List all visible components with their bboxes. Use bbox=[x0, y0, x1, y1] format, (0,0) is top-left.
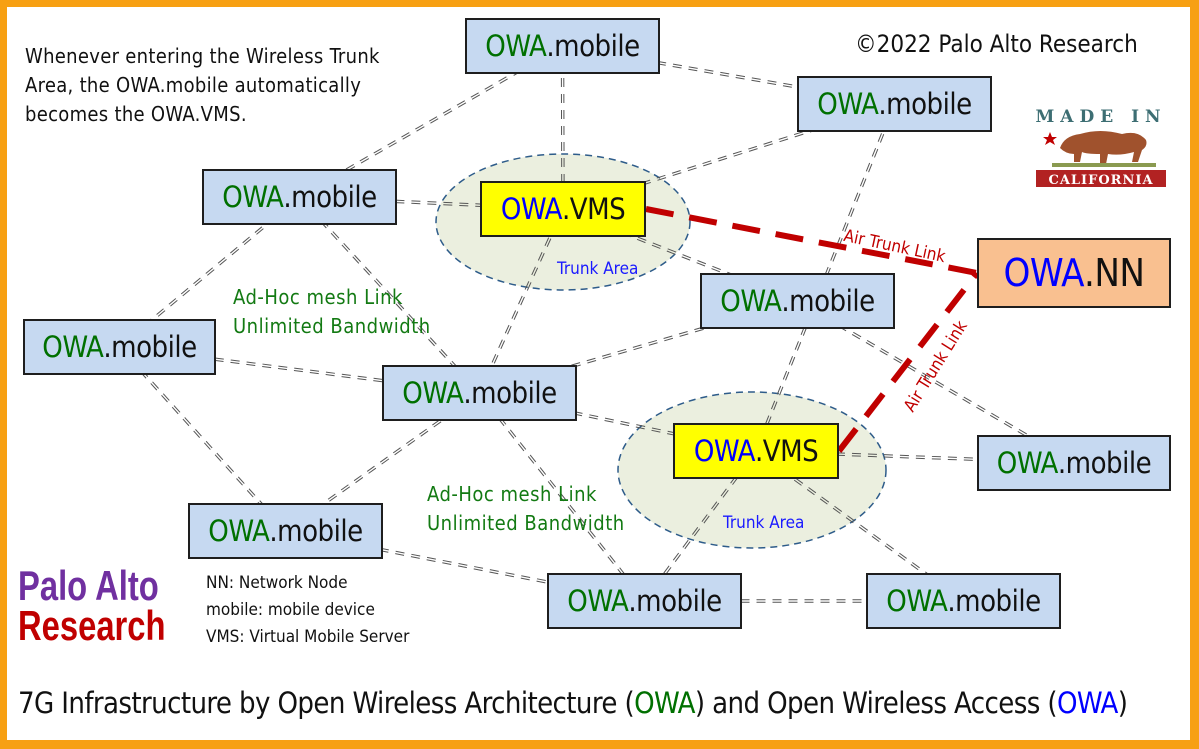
node-suffix: .mobile bbox=[546, 29, 640, 63]
node-m5[interactable]: OWA.mobile bbox=[23, 319, 216, 375]
footer-text: ) bbox=[1117, 686, 1128, 720]
node-suffix: .NN bbox=[1084, 251, 1145, 295]
trunk-area-label-2: Trunk Area bbox=[723, 513, 805, 533]
mesh-link-m3-m6 bbox=[298, 197, 479, 395]
node-m6[interactable]: OWA.mobile bbox=[382, 365, 577, 421]
adhoc-line: Unlimited Bandwidth bbox=[427, 511, 625, 535]
mesh-link-m5-m6 bbox=[119, 345, 480, 393]
node-prefix: OWA bbox=[208, 514, 270, 548]
node-nn[interactable]: OWA.NN bbox=[977, 238, 1171, 308]
node-prefix: OWA bbox=[567, 584, 629, 618]
logo-line-1: Palo Alto bbox=[18, 562, 159, 609]
adhoc-line: Unlimited Bandwidth bbox=[233, 314, 431, 338]
adhoc-line: Ad-Hoc mesh Link bbox=[233, 285, 403, 309]
badge-bottom-text: CALIFORNIA bbox=[1048, 173, 1153, 188]
footer-owa-access: OWA bbox=[1056, 686, 1118, 720]
mesh-link-m6-m9 bbox=[480, 391, 646, 601]
node-suffix: .VMS bbox=[561, 192, 626, 226]
legend: NN: Network Node mobile: mobile device V… bbox=[206, 570, 409, 651]
legend-item: NN: Network Node bbox=[206, 573, 348, 593]
mesh-link-vms1-m6 bbox=[480, 209, 565, 394]
legend-item: VMS: Virtual Mobile Server bbox=[206, 627, 410, 647]
note-line: becomes the OWA.VMS. bbox=[25, 102, 247, 126]
node-prefix: OWA bbox=[222, 180, 284, 214]
node-prefix: OWA bbox=[817, 87, 879, 121]
trunk-area-note: Whenever entering the Wireless Trunk Are… bbox=[25, 42, 380, 129]
node-suffix: .mobile bbox=[1057, 446, 1152, 480]
mesh-link-m3-vms1 bbox=[299, 195, 564, 209]
palo-alto-research-logo: Palo Alto Research bbox=[18, 562, 166, 649]
node-vms1[interactable]: OWA.VMS bbox=[480, 181, 646, 237]
california-bear-icon bbox=[1043, 131, 1156, 167]
mesh-link-m6-m9 bbox=[478, 393, 644, 603]
node-suffix: .mobile bbox=[628, 584, 722, 618]
copyright: ©2022 Palo Alto Research bbox=[855, 30, 1138, 58]
node-prefix: OWA bbox=[500, 192, 563, 226]
adhoc-line: Ad-Hoc mesh Link bbox=[427, 482, 597, 506]
node-m1[interactable]: OWA.mobile bbox=[465, 18, 660, 74]
node-m9[interactable]: OWA.mobile bbox=[547, 573, 742, 629]
mesh-link-m3-vms1 bbox=[299, 197, 563, 211]
node-suffix: .mobile bbox=[781, 284, 875, 318]
mesh-link-m3-m6 bbox=[300, 195, 481, 393]
node-prefix: OWA bbox=[1003, 251, 1084, 295]
node-m4[interactable]: OWA.mobile bbox=[700, 273, 895, 329]
mesh-link-m5-m6 bbox=[119, 347, 480, 395]
node-suffix: .mobile bbox=[269, 514, 363, 548]
adhoc-label-2: Ad-Hoc mesh Link Unlimited Bandwidth bbox=[427, 480, 625, 538]
node-suffix: .mobile bbox=[283, 180, 377, 214]
note-line: Area, the OWA.mobile automatically bbox=[25, 73, 362, 97]
footer-text: 7G Infrastructure by Open Wireless Archi… bbox=[18, 686, 635, 720]
footer-text: ) and Open Wireless Access ( bbox=[694, 686, 1058, 720]
node-prefix: OWA bbox=[720, 284, 782, 318]
node-prefix: OWA bbox=[693, 434, 756, 468]
node-vms2[interactable]: OWA.VMS bbox=[673, 423, 839, 479]
note-line: Whenever entering the Wireless Trunk bbox=[25, 44, 380, 68]
footer-title: 7G Infrastructure by Open Wireless Archi… bbox=[18, 686, 1128, 720]
node-prefix: OWA bbox=[42, 330, 104, 364]
node-m10[interactable]: OWA.mobile bbox=[866, 573, 1061, 629]
air-trunk-link-vms2-nn bbox=[836, 271, 980, 453]
node-suffix: .mobile bbox=[878, 87, 972, 121]
legend-item: mobile: mobile device bbox=[206, 600, 375, 620]
mesh-link-m2-vms2 bbox=[754, 103, 894, 451]
air-trunk-link-vms1-nn bbox=[645, 206, 978, 276]
footer-owa-architecture: OWA bbox=[634, 686, 695, 720]
trunk-area-label-1: Trunk Area bbox=[557, 259, 639, 279]
mesh-link-m4-m7 bbox=[796, 301, 1074, 465]
node-prefix: OWA bbox=[996, 446, 1059, 480]
node-prefix: OWA bbox=[402, 376, 464, 410]
badge-top-text: MADE IN bbox=[1035, 107, 1166, 127]
node-suffix: .mobile bbox=[947, 584, 1041, 618]
node-suffix: .mobile bbox=[103, 330, 197, 364]
mesh-link-m2-vms2 bbox=[756, 104, 897, 452]
node-prefix: OWA bbox=[886, 584, 948, 618]
node-m7[interactable]: OWA.mobile bbox=[977, 435, 1171, 491]
mesh-link-vms1-m6 bbox=[477, 208, 563, 393]
adhoc-label-1: Ad-Hoc mesh Link Unlimited Bandwidth bbox=[233, 283, 431, 341]
node-m2[interactable]: OWA.mobile bbox=[797, 76, 992, 132]
logo-line-2: Research bbox=[18, 602, 166, 649]
node-m8[interactable]: OWA.mobile bbox=[188, 503, 383, 559]
made-in-california-badge: MADE IN CALIFORNIA bbox=[1035, 107, 1166, 188]
node-suffix: .mobile bbox=[463, 376, 557, 410]
node-m3[interactable]: OWA.mobile bbox=[202, 169, 397, 225]
node-suffix: .VMS bbox=[754, 434, 819, 468]
node-prefix: OWA bbox=[485, 29, 547, 63]
